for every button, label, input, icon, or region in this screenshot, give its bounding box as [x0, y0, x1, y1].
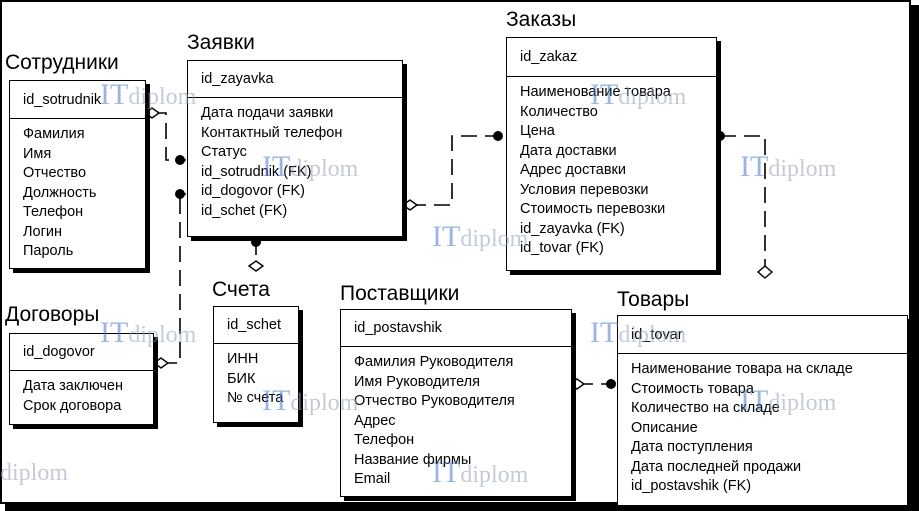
- entity-attrs-scheta: ИНН БИК № счета: [214, 344, 298, 409]
- entity-key-sotrudniki: id_sotrudnik: [10, 81, 145, 119]
- diamond-zayavki: [401, 199, 419, 211]
- attr-row: Количество: [520, 103, 598, 120]
- entity-title-postavshiki: Поставщики: [340, 282, 460, 305]
- entity-title-zakazy: Заказы: [506, 8, 577, 31]
- diamond-zakazy: [756, 265, 774, 279]
- attr-row: Дата поступления: [631, 439, 753, 455]
- attr-row: Адрес: [354, 412, 396, 429]
- attr-row: Email: [354, 471, 391, 487]
- entity-key-scheta: id_schet: [214, 307, 298, 344]
- dot-zayavki-schet: [251, 237, 261, 247]
- attr-row: id_zayavka (FK): [520, 220, 625, 237]
- entity-attrs-tovary: Наименование товара на складе Стоимость …: [618, 354, 907, 497]
- frame-shadow-right: [911, 5, 919, 511]
- attr-row: Должность: [23, 184, 97, 201]
- entity-scheta[interactable]: id_schet ИНН БИК № счета: [213, 306, 299, 423]
- attr-row: Отчество: [23, 165, 87, 181]
- entity-key-postavshiki: id_postavshik: [341, 310, 571, 347]
- attr-row: Статус: [201, 144, 247, 160]
- entity-attrs-sotrudniki: Фамилия Имя Отчество Должность Телефон Л…: [10, 119, 145, 262]
- entity-attrs-zakazy: Наименование товара Количество Цена Дата…: [507, 77, 716, 259]
- attr-row: Стоимость товара: [631, 380, 754, 397]
- diamond-dogovory: [152, 357, 170, 369]
- entity-attrs-zayavki: Дата подачи заявки Контактный телефон Ст…: [188, 98, 402, 221]
- attr-row: Название фирмы: [354, 451, 472, 468]
- attr-row: ИНН: [227, 351, 259, 367]
- attr-row: Логин: [23, 223, 62, 240]
- attr-row: БИК: [227, 370, 256, 387]
- dot-zakazy-tovar: [715, 131, 725, 141]
- attr-row: Дата подачи заявки: [201, 105, 334, 121]
- attr-row: id_postavshik (FK): [631, 478, 752, 494]
- attr-row: Имя: [23, 145, 52, 162]
- link-sotrudniki-zayavki: [152, 112, 186, 161]
- entity-zayavki[interactable]: id_zayavka Дата подачи заявки Контактный…: [187, 60, 403, 237]
- diagram-frame: [0, 0, 911, 504]
- attr-row: Дата заключен: [23, 378, 123, 394]
- entity-key-zakazy: id_zakaz: [507, 38, 716, 77]
- attr-row: Наименование товара на складе: [631, 361, 853, 377]
- attr-row: id_schet (FK): [201, 202, 288, 219]
- frame-shadow-bottom: [5, 504, 919, 511]
- entity-title-tovary: Товары: [617, 288, 690, 311]
- entity-key-dogovory: id_dogovor: [10, 334, 153, 371]
- entity-dogovory[interactable]: id_dogovor Дата заключен Срок договора: [9, 333, 154, 425]
- entity-title-dogovory: Договоры: [5, 303, 100, 326]
- dot-zayavki-sotrudnik: [175, 155, 185, 165]
- entity-key-tovary: id_tovar: [618, 316, 907, 354]
- attr-row: Отчество Руководителя: [354, 393, 515, 409]
- attr-row: Фамилия: [23, 126, 85, 142]
- attr-row: id_dogovor (FK): [201, 183, 305, 199]
- attr-row: Условия перевозки: [520, 181, 649, 198]
- attr-row: Телефон: [354, 432, 415, 448]
- dot-zayavki-dogovor: [175, 189, 185, 199]
- entity-zakazy[interactable]: id_zakaz Наименование товара Количество …: [506, 37, 717, 271]
- dot-zakazy-zayavka: [493, 131, 503, 141]
- attr-row: id_tovar (FK): [520, 240, 604, 256]
- attr-row: Наименование товара: [520, 84, 671, 100]
- entity-sotrudniki[interactable]: id_sotrudnik Фамилия Имя Отчество Должно…: [9, 80, 146, 269]
- attr-row: № счета: [227, 390, 284, 406]
- attr-row: Имя Руководителя: [354, 373, 480, 390]
- entity-attrs-dogovory: Дата заключен Срок договора: [10, 371, 153, 416]
- attr-row: Описание: [631, 419, 698, 436]
- attr-row: Дата доставки: [520, 142, 617, 159]
- attr-row: Срок договора: [23, 397, 122, 414]
- attr-row: Адрес доставки: [520, 162, 627, 178]
- entity-title-zayavki: Заявки: [187, 31, 255, 54]
- entity-tovary[interactable]: id_tovar Наименование товара на складе С…: [617, 315, 908, 506]
- attr-row: Цена: [520, 123, 555, 139]
- attr-row: Контактный телефон: [201, 124, 343, 141]
- diamond-sotrudniki: [143, 107, 161, 119]
- attr-row: Телефон: [23, 204, 84, 220]
- attr-row: Фамилия Руководителя: [354, 354, 514, 370]
- link-zakazy-tovary: [720, 135, 766, 272]
- diamond-scheta: [247, 260, 265, 272]
- attr-row: Стоимость перевозки: [520, 201, 666, 217]
- attr-row: Пароль: [23, 243, 74, 259]
- link-zayavki-zakazy: [410, 135, 502, 206]
- entity-key-zayavki: id_zayavka: [188, 61, 402, 98]
- dot-tovary-postavshik: [606, 379, 616, 389]
- diamond-postavshiki: [568, 378, 586, 390]
- attr-row: Дата последней продажи: [631, 458, 802, 475]
- entity-attrs-postavshiki: Фамилия Руководителя Имя Руководителя От…: [341, 347, 571, 490]
- attr-row: id_sotrudnik (FK): [201, 163, 312, 180]
- entity-postavshiki[interactable]: id_postavshik Фамилия Руководителя Имя Р…: [340, 309, 572, 497]
- entity-title-scheta: Счета: [212, 278, 270, 301]
- link-dogovory-zayavki: [161, 193, 186, 364]
- entity-title-sotrudniki: Сотрудники: [5, 51, 119, 74]
- attr-row: Количество на складе: [631, 400, 780, 416]
